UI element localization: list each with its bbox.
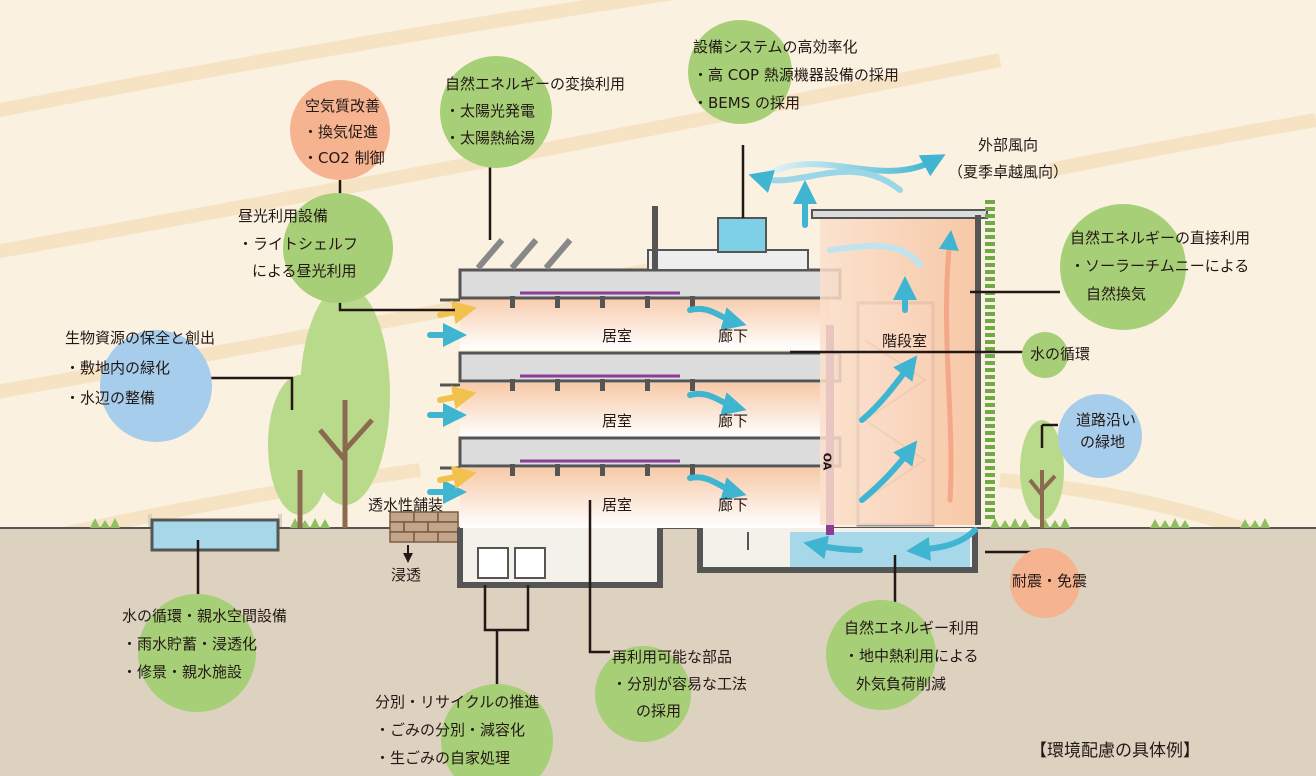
label-seismic: 耐震・免震 [1012, 572, 1088, 590]
label-natural-energy-conversion-title: 自然エネルギーの変換利用 [445, 75, 626, 93]
label-permeable-paving: 透水性舗装 [368, 496, 444, 514]
bubble-natural-energy-direct [1060, 204, 1186, 330]
building-floors [440, 206, 842, 535]
label-air-quality-title: 空気質改善 [305, 97, 381, 115]
label-recycling-title: 分別・リサイクルの推進 [375, 693, 540, 711]
label-water-facilities-item-2: ・修景・親水施設 [122, 663, 243, 681]
label-recycle-parts-item-2: の採用 [636, 702, 682, 720]
label-air-quality-item-1: ・換気促進 [303, 123, 379, 141]
bubble-daylight [283, 193, 393, 303]
room-living-3: 居室 [602, 496, 633, 514]
room-corridor-1: 廊下 [718, 327, 749, 345]
pond [150, 518, 280, 552]
bubble-equipment-efficiency [688, 20, 792, 124]
room-living-1: 居室 [602, 327, 633, 345]
label-natural-energy-conversion-item-1: ・太陽光発電 [445, 102, 536, 120]
label-recycle-parts-item-1: ・分別が容易な工法 [612, 675, 748, 693]
bubble-air-quality [290, 80, 390, 180]
label-air-quality-item-2: ・CO2 制御 [303, 149, 385, 167]
label-outside-wind-sub: （夏季卓越風向） [948, 163, 1069, 181]
bubble-seismic [1010, 548, 1080, 618]
bubble-recycle-parts [595, 646, 691, 742]
bubble-geothermal [826, 600, 936, 710]
label-roadside-green-line-1: 道路沿い [1076, 411, 1137, 429]
diagram-title: 【環境配慮の具体例】 [1030, 741, 1200, 761]
label-biological-item-2: ・水辺の整備 [65, 389, 156, 407]
label-recycling-item-1: ・ごみの分別・減容化 [375, 721, 526, 739]
label-daylight-title: 昼光利用設備 [238, 207, 329, 225]
tree-large [268, 285, 390, 528]
room-living-2: 居室 [602, 412, 633, 430]
label-daylight-item-2: による昼光利用 [252, 262, 357, 280]
label-water-facilities-title: 水の循環・親水空間設備 [122, 607, 288, 625]
permeable-paving [389, 511, 459, 543]
label-daylight-item-1: ・ライトシェルフ [238, 235, 359, 253]
label-water-cycle: 水の循環 [1030, 345, 1091, 363]
label-natural-energy-direct-item-2: 自然換気 [1086, 285, 1147, 303]
bubble-water-facilities [138, 594, 256, 712]
label-biological-title: 生物資源の保全と創出 [65, 329, 216, 347]
ground [0, 514, 1316, 776]
label-geothermal-title: 自然エネルギー利用 [844, 619, 980, 637]
bubble-biological [100, 330, 212, 442]
bubble-recycling [441, 684, 553, 776]
room-corridor-2: 廊下 [718, 412, 749, 430]
label-recycle-parts-title: 再利用可能な部品 [612, 648, 733, 666]
label-geothermal-item-2: 外気負荷削減 [856, 675, 947, 693]
label-outside-wind-title: 外部風向 [978, 136, 1039, 154]
grass [90, 518, 1270, 528]
label-recycling-item-2: ・生ごみの自家処理 [375, 749, 511, 767]
label-roadside-green-line-2: の緑地 [1080, 433, 1126, 451]
label-equipment-efficiency-title: 設備システムの高効率化 [693, 38, 858, 56]
label-natural-energy-conversion-item-2: ・太陽熱給湯 [445, 129, 536, 147]
label-infiltration: 浸透 [391, 566, 422, 584]
label-geothermal-item-1: ・地中熱利用による [844, 647, 979, 665]
label-equipment-efficiency-item-2: ・BEMS の採用 [693, 94, 800, 112]
wind-arrows [427, 154, 978, 561]
tree-roadside [1020, 420, 1064, 528]
label-natural-energy-direct-item-1: ・ソーラーチムニーによる [1070, 257, 1250, 275]
room-stairs: 階段室 [882, 332, 928, 350]
bubble-water-cycle [1022, 332, 1068, 378]
room-corridor-3: 廊下 [718, 496, 749, 514]
bubble-natural-energy-conversion [440, 56, 552, 168]
bubble-roadside-green [1058, 394, 1142, 478]
label-water-facilities-item-1: ・雨水貯蓄・浸透化 [122, 635, 258, 653]
label-oa: OA [820, 452, 834, 471]
label-biological-item-1: ・敷地内の緑化 [65, 359, 171, 377]
label-natural-energy-direct-title: 自然エネルギーの直接利用 [1070, 229, 1251, 247]
label-equipment-efficiency-item-1: ・高 COP 熱源機器設備の採用 [693, 66, 899, 84]
